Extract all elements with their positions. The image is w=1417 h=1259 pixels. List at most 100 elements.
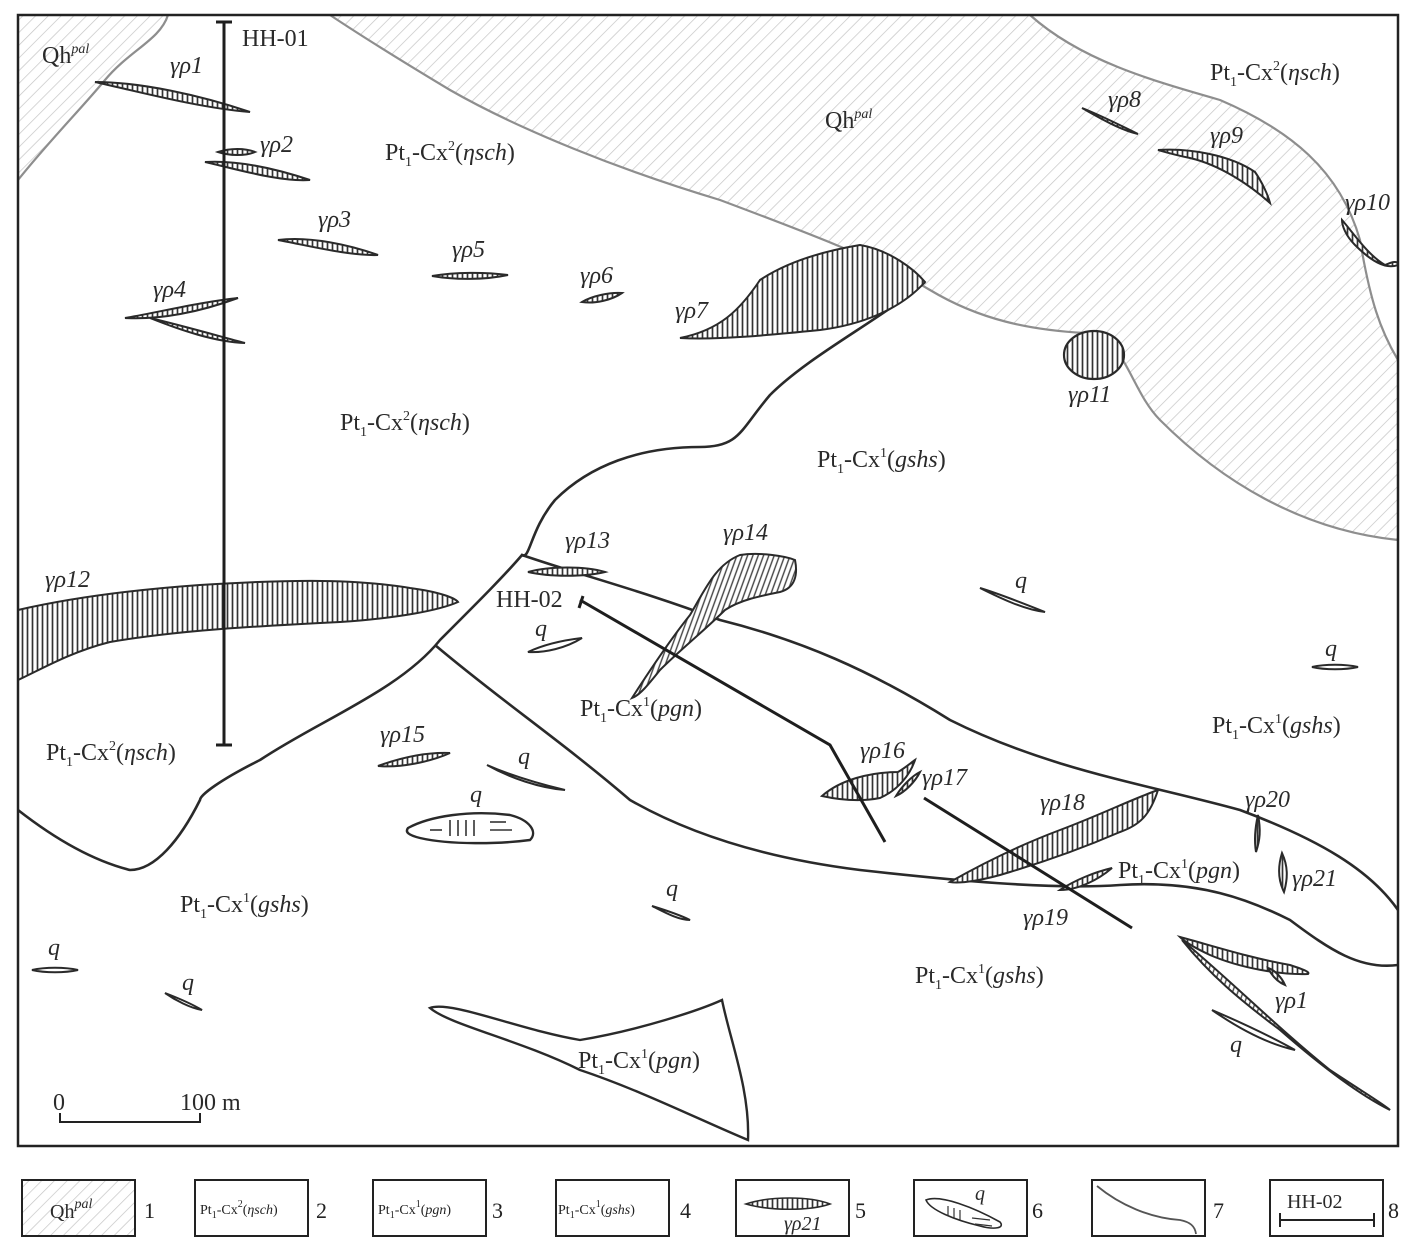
svg-text:5: 5 <box>855 1198 866 1223</box>
dyke-gp20 <box>1253 814 1261 853</box>
boundary-pgn-south <box>434 644 1399 968</box>
dyke-gp1-east-a <box>1176 935 1310 976</box>
svg-text:γρ21: γρ21 <box>784 1213 821 1235</box>
dyke-label-gp15: γρ15 <box>380 722 425 748</box>
unit-label-cx1-gshs-3: Pt1-Cx1(gshs) <box>180 891 309 922</box>
dyke-gp2-a <box>214 148 258 156</box>
alluvium-boundary-west <box>17 14 170 181</box>
dyke-gp11 <box>1062 329 1126 381</box>
dyke-label-gp19: γρ19 <box>1023 905 1068 931</box>
svg-text:Pt1-Cx2(ηsch): Pt1-Cx2(ηsch) <box>385 139 515 170</box>
dyke-gp4-b <box>149 317 246 344</box>
svg-text:6: 6 <box>1032 1198 1043 1223</box>
quartz-vein-8 <box>1211 1009 1296 1051</box>
quartz-vein-6 <box>31 966 79 974</box>
svg-text:Pt1-Cx2(ηsch): Pt1-Cx2(ηsch) <box>1210 59 1340 90</box>
dyke-label-gp9: γρ9 <box>1210 123 1243 149</box>
dyke-label-gp7: γρ7 <box>675 298 709 324</box>
unit-label-cx1-gshs-2: Pt1-Cx1(gshs) <box>1212 712 1341 743</box>
quartz-vein-4 <box>486 764 566 791</box>
dyke-gp3 <box>277 238 379 257</box>
section-label-hh02: HH-02 <box>496 587 563 613</box>
dyke-gp13 <box>527 566 609 577</box>
dyke-gp1 <box>94 81 251 113</box>
boundary-pgn-north <box>521 553 1400 911</box>
quartz-label-9: q <box>1230 1032 1242 1058</box>
unit-label-cx1-pgn-3: Pt1-Cx1(pgn) <box>578 1047 700 1078</box>
quartz-lens-large <box>405 812 535 845</box>
quartz-vein-7 <box>164 992 203 1011</box>
legend-item-5: γρ21 5 <box>735 1179 866 1237</box>
dyke-gp4-a <box>124 297 239 320</box>
alluvium-area-north <box>330 15 1398 540</box>
svg-text:HH-02: HH-02 <box>1287 1191 1343 1213</box>
dyke-label-gp3: γρ3 <box>318 207 351 233</box>
dyke-label-gp21: γρ21 <box>1292 866 1337 892</box>
dyke-label-gp2: γρ2 <box>260 132 293 158</box>
legend-item-8: HH-02 8 <box>1269 1179 1399 1237</box>
quartz-vein-3 <box>1311 663 1359 671</box>
dyke-label-gp5: γρ5 <box>452 237 485 263</box>
unit-label-qh-nw: Qhpal <box>42 42 89 69</box>
dyke-label-gp4: γρ4 <box>153 277 186 303</box>
unit-label-cx2-nsch-1: Pt1-Cx2(ηsch) <box>385 139 515 170</box>
svg-text:q: q <box>975 1183 985 1205</box>
pgn-lens-south <box>427 998 750 1142</box>
svg-text:4: 4 <box>680 1198 691 1223</box>
dyke-gp1-east-c <box>1266 966 1287 987</box>
svg-text:Pt1-Cx2(ηsch): Pt1-Cx2(ηsch) <box>340 409 470 440</box>
dyke-gp14 <box>629 552 798 700</box>
dyke-gp8 <box>1081 107 1139 135</box>
svg-text:Pt1-Cx1(pgn): Pt1-Cx1(pgn) <box>1118 857 1240 888</box>
unit-label-cx1-pgn-1: Pt1-Cx1(pgn) <box>580 695 702 726</box>
dyke-gp2-b <box>204 160 311 182</box>
map-frame <box>16 13 1400 1148</box>
svg-text:Pt1-Cx2(ηsch): Pt1-Cx2(ηsch) <box>46 739 176 770</box>
boundary-cx2-cx1-north <box>17 281 926 872</box>
dyke-label-gp18: γρ18 <box>1040 790 1085 816</box>
legend-item-7: 7 <box>1091 1179 1224 1237</box>
scale-bar <box>59 1113 201 1123</box>
dyke-label-gp1-east: γρ1 <box>1275 988 1308 1014</box>
quartz-label-5: q <box>470 782 482 808</box>
quartz-vein-2 <box>527 637 583 654</box>
quartz-lens-texture <box>430 820 512 836</box>
section-line-hh02-b <box>923 796 1133 930</box>
quartz-label-8: q <box>182 970 194 996</box>
svg-text:2: 2 <box>316 1198 327 1223</box>
svg-text:7: 7 <box>1213 1198 1224 1223</box>
svg-text:Pt1-Cx1(gshs): Pt1-Cx1(gshs) <box>180 891 309 922</box>
dyke-gp16 <box>819 757 917 802</box>
section-label-hh01: HH-01 <box>242 26 309 52</box>
svg-text:Qhpal: Qhpal <box>50 1197 92 1223</box>
dyke-label-gp10: γρ10 <box>1345 190 1390 216</box>
svg-text:8: 8 <box>1388 1198 1399 1223</box>
dyke-gp19 <box>1056 867 1113 892</box>
alluvium-area-northwest <box>18 15 168 180</box>
quartz-label-3: q <box>1325 636 1337 662</box>
unit-label-cx1-gshs-4: Pt1-Cx1(gshs) <box>915 962 1044 993</box>
dyke-label-gp17: γρ17 <box>922 765 968 791</box>
quartz-label-1: q <box>1015 568 1027 594</box>
scale-distance-label: 100 m <box>180 1090 241 1116</box>
unit-label-cx1-gshs-1: Pt1-Cx1(gshs) <box>817 446 946 477</box>
quartz-label-6: q <box>666 876 678 902</box>
dyke-gp6 <box>579 291 625 304</box>
quartz-label-7: q <box>48 935 60 961</box>
scale-zero-label: 0 <box>53 1090 65 1116</box>
dyke-label-gp12: γρ12 <box>45 567 90 593</box>
dyke-gp5 <box>431 271 509 280</box>
unit-label-cx2-nsch-4: Pt1-Cx2(ηsch) <box>46 739 176 770</box>
svg-text:Pt1-Cx1(pgn): Pt1-Cx1(pgn) <box>580 695 702 726</box>
legend-item-2: Pt1-Cx2(ηsch) 2 <box>194 1179 327 1237</box>
dyke-label-gp16: γρ16 <box>860 738 905 764</box>
svg-text:Pt1-Cx1(gshs): Pt1-Cx1(gshs) <box>817 446 946 477</box>
dyke-gp15 <box>377 751 451 768</box>
dyke-gp18 <box>947 788 1160 884</box>
svg-text:Pt1-Cx1(pgn): Pt1-Cx1(pgn) <box>578 1047 700 1078</box>
unit-label-cx1-pgn-2: Pt1-Cx1(pgn) <box>1118 857 1240 888</box>
svg-text:3: 3 <box>492 1198 503 1223</box>
dyke-gp17 <box>893 769 923 799</box>
dyke-label-gp20: γρ20 <box>1245 787 1290 813</box>
